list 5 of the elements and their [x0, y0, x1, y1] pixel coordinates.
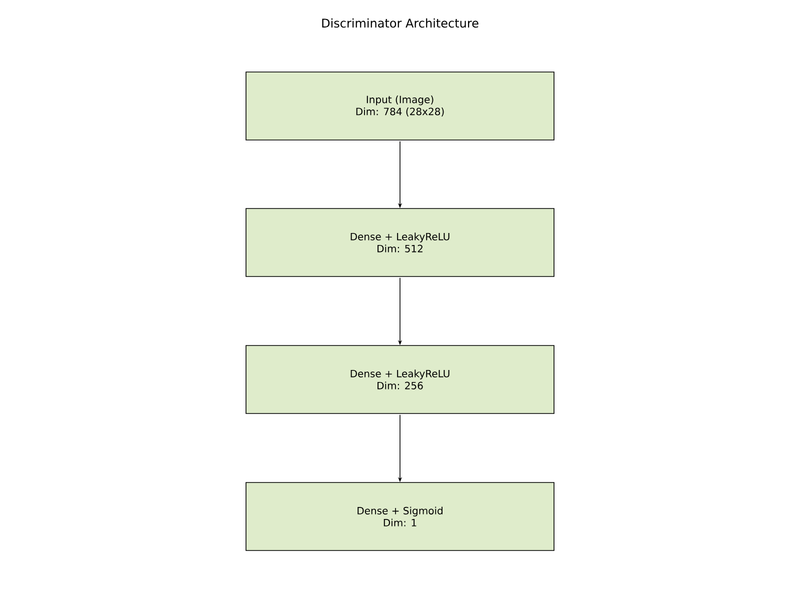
layer-box: Input (Image) Dim: 784 (28x28) — [246, 72, 554, 140]
layer-box: Dense + LeakyReLU Dim: 256 — [246, 345, 554, 414]
layer-box: Dense + LeakyReLU Dim: 512 — [246, 208, 554, 277]
layer-box: Dense + Sigmoid Dim: 1 — [246, 482, 554, 551]
title: Discriminator Architecture — [322, 18, 478, 28]
